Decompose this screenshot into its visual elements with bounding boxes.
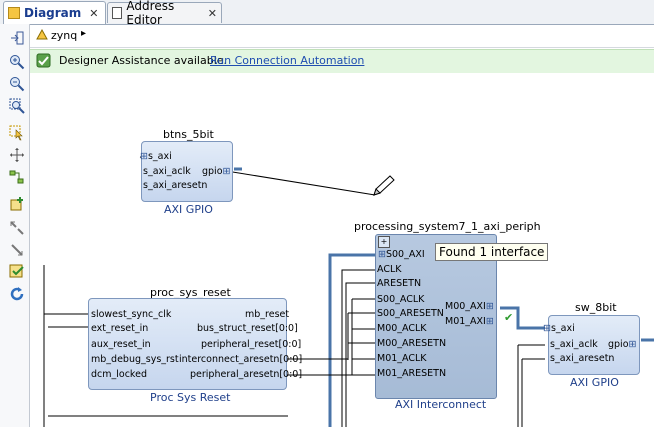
pin-gpio[interactable]: gpio⊞ bbox=[202, 166, 231, 177]
pin-s-axi[interactable]: ⊞s_axi bbox=[140, 151, 172, 162]
block-type-interconnect: AXI Interconnect bbox=[395, 398, 487, 411]
tab-diagram[interactable]: Diagram ✕ bbox=[3, 1, 106, 24]
pin-s00-aclk[interactable]: S00_ACLK bbox=[377, 294, 425, 305]
close-icon[interactable]: ✕ bbox=[207, 6, 217, 20]
select-icon[interactable] bbox=[9, 125, 25, 141]
breadcrumb: zynq ▸ bbox=[30, 25, 654, 48]
pin-aresetn[interactable]: ARESETN bbox=[377, 278, 422, 289]
pan-icon[interactable] bbox=[9, 147, 25, 163]
regenerate-layout-icon[interactable] bbox=[9, 169, 25, 185]
pin-peripheral-reset[interactable]: peripheral_reset[0:0] bbox=[201, 339, 302, 350]
block-type-sw: AXI GPIO bbox=[570, 376, 619, 389]
zoom-fit-icon[interactable] bbox=[9, 98, 25, 114]
block-proc-sys-reset[interactable] bbox=[88, 298, 287, 390]
add-ip-icon[interactable] bbox=[9, 196, 25, 212]
pin-s-axi[interactable]: ⊞s_axi bbox=[543, 323, 575, 334]
pin-interconnect-aresetn[interactable]: interconnect_aresetn[0:0] bbox=[179, 354, 303, 365]
check-icon: ✔ bbox=[504, 311, 514, 324]
block-title-reset: proc_sys_reset bbox=[150, 286, 231, 299]
pin-bus-struct-reset[interactable]: bus_struct_reset[0:0] bbox=[197, 323, 298, 334]
diagram-canvas[interactable]: btns_5bit ⊞s_axi s_axi_aclk s_axi_areset… bbox=[30, 73, 654, 427]
block-sw-8bit[interactable] bbox=[548, 315, 640, 375]
pin-aclk[interactable]: ACLK bbox=[377, 264, 402, 275]
pin-ext-reset-in[interactable]: ext_reset_in bbox=[91, 323, 149, 334]
block-btns-5bit[interactable] bbox=[141, 141, 233, 202]
pin-s-axi-aresetn[interactable]: s_axi_aresetn bbox=[550, 353, 615, 364]
pin-dcm-locked[interactable]: dcm_locked bbox=[91, 369, 147, 380]
block-type-reset: Proc Sys Reset bbox=[150, 391, 231, 404]
pin-mb-debug-sys-rst[interactable]: mb_debug_sys_rst bbox=[91, 354, 179, 365]
tab-address-editor[interactable]: Address Editor ✕ bbox=[107, 0, 222, 27]
table-icon bbox=[112, 7, 123, 19]
zoom-out-icon[interactable] bbox=[9, 76, 25, 92]
tab-address-editor-label: Address Editor bbox=[126, 0, 175, 27]
pin-s-axi-aclk[interactable]: s_axi_aclk bbox=[143, 166, 191, 177]
route-icon[interactable] bbox=[9, 242, 25, 258]
pin-gpio[interactable]: gpio⊞ bbox=[608, 339, 637, 350]
breadcrumb-arrow-icon[interactable]: ▸ bbox=[81, 28, 87, 39]
pin-m00-axi[interactable]: M00_AXI⊞ bbox=[445, 301, 494, 312]
assistance-message: Designer Assistance available. bbox=[59, 54, 228, 67]
block-axi-interconnect[interactable] bbox=[375, 234, 497, 399]
pin-slowest-sync-clk[interactable]: slowest_sync_clk bbox=[91, 309, 172, 320]
designer-assistance-banner: Designer Assistance available. Run Conne… bbox=[30, 49, 654, 74]
block-type-btns: AXI GPIO bbox=[164, 203, 213, 216]
refresh-icon[interactable] bbox=[9, 286, 25, 302]
block-title-interconnect: processing_system7_1_axi_periph bbox=[354, 220, 541, 233]
expand-icon[interactable]: + bbox=[378, 236, 390, 248]
float-icon[interactable] bbox=[9, 30, 25, 46]
pin-m01-axi[interactable]: M01_AXI⊞ bbox=[445, 316, 494, 327]
run-connection-automation-link[interactable]: Run Connection Automation bbox=[210, 54, 365, 67]
pin-mb-reset[interactable]: mb_reset bbox=[245, 309, 290, 320]
diagram-icon bbox=[8, 7, 20, 19]
pin-m01-aresetn[interactable]: M01_ARESETN bbox=[377, 368, 447, 379]
block-design-icon bbox=[36, 28, 48, 41]
editor-tab-bar: Diagram ✕ Address Editor ✕ bbox=[0, 0, 654, 27]
pencil-icon bbox=[370, 173, 398, 199]
pin-m00-aresetn[interactable]: M00_ARESETN bbox=[377, 338, 447, 349]
close-icon[interactable]: ✕ bbox=[89, 6, 99, 20]
breadcrumb-item-zynq[interactable]: zynq bbox=[51, 29, 78, 42]
diagram-toolbar bbox=[0, 24, 30, 427]
pin-s-axi-aresetn[interactable]: s_axi_aresetn bbox=[143, 180, 208, 191]
block-title-btns: btns_5bit bbox=[163, 128, 214, 141]
block-title-sw: sw_8bit bbox=[575, 301, 617, 314]
validate-icon[interactable] bbox=[9, 264, 25, 280]
pin-s00-aresetn[interactable]: S00_ARESETN bbox=[377, 308, 444, 319]
pin-s-axi-aclk[interactable]: s_axi_aclk bbox=[550, 339, 598, 350]
tab-diagram-label: Diagram bbox=[24, 6, 82, 20]
pin-peripheral-aresetn[interactable]: peripheral_aresetn[0:0] bbox=[190, 369, 303, 380]
route-icon[interactable] bbox=[9, 220, 25, 236]
pin-s00-axi[interactable]: ⊞S00_AXI bbox=[378, 249, 425, 260]
tooltip: Found 1 interface bbox=[435, 243, 549, 261]
zoom-in-icon[interactable] bbox=[9, 54, 25, 70]
pin-m01-aclk[interactable]: M01_ACLK bbox=[377, 353, 427, 364]
pin-aux-reset-in[interactable]: aux_reset_in bbox=[91, 339, 151, 350]
pin-m00-aclk[interactable]: M00_ACLK bbox=[377, 323, 427, 334]
assistant-icon bbox=[36, 53, 51, 68]
